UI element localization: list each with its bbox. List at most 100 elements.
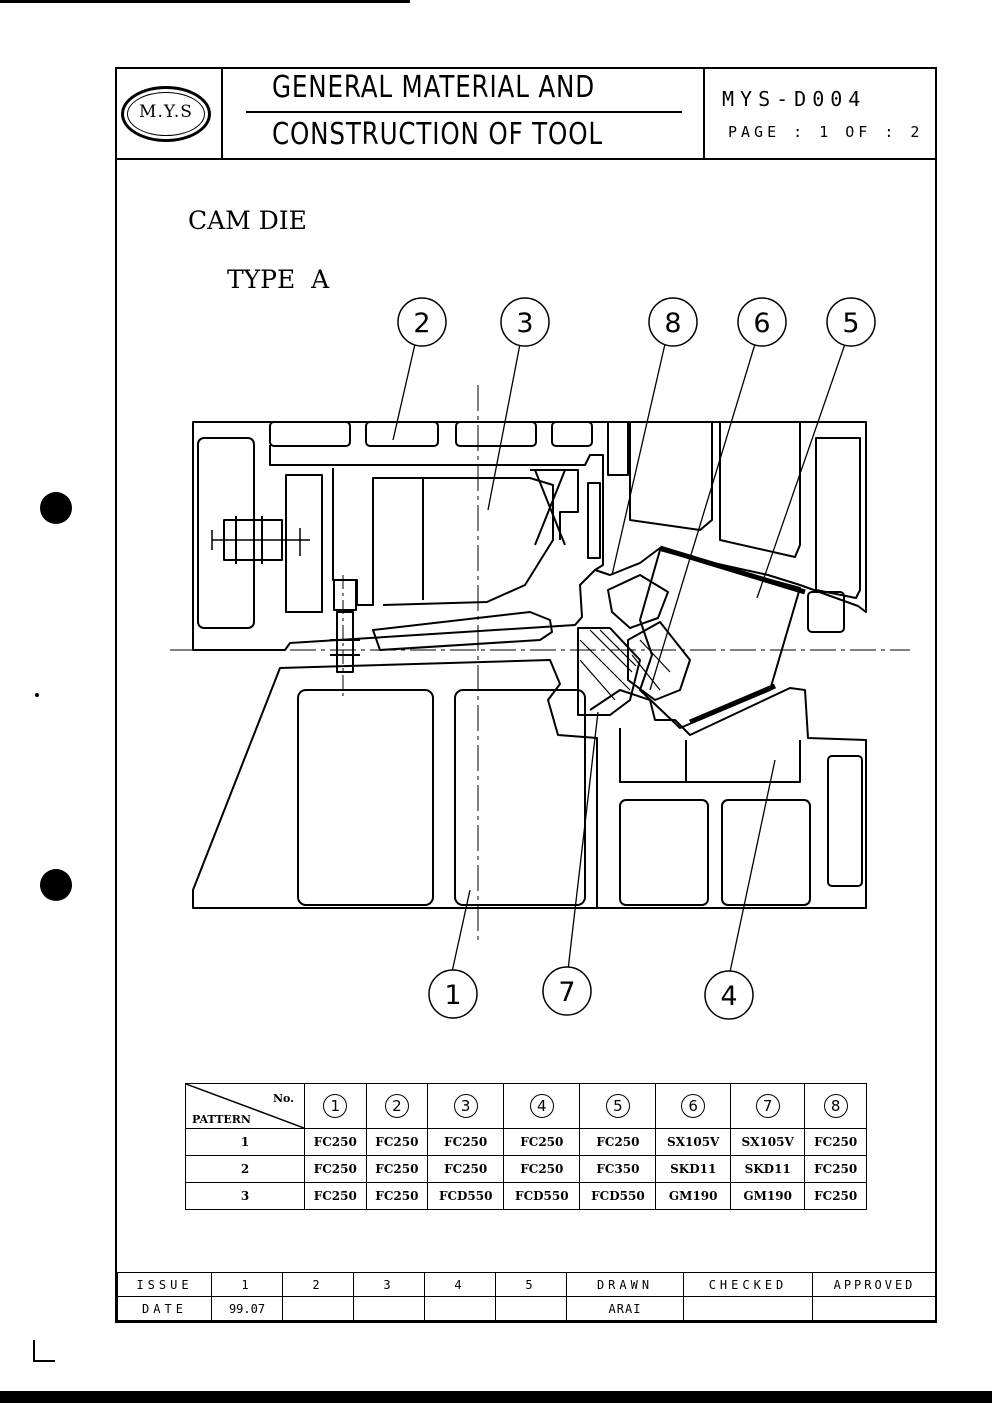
callout-circle-2 xyxy=(397,297,447,347)
callout-circle-4 xyxy=(704,970,754,1020)
col-header-8: 8 xyxy=(804,1083,867,1129)
material-table: No. PATTERN 1 2 3 4 5 6 7 8 1 FC250 FC25… xyxy=(185,1083,867,1210)
col-header-5: 5 xyxy=(579,1083,657,1129)
drawn-label: DRAWN xyxy=(566,1272,684,1297)
company-logo: M.Y.S xyxy=(121,86,211,142)
material-cell: SX105V xyxy=(655,1128,731,1156)
issue-cell: 3 xyxy=(353,1272,425,1297)
approved-by xyxy=(812,1296,937,1321)
date-row: DATE 99.07 ARAI xyxy=(117,1296,937,1321)
material-cell: FC350 xyxy=(579,1155,657,1183)
corner-diagonal xyxy=(186,1084,304,1128)
scan-dot xyxy=(35,693,39,697)
material-cell: FC250 xyxy=(304,1182,367,1210)
material-cell: FC250 xyxy=(804,1155,867,1183)
upper-pocket-1 xyxy=(197,437,255,629)
material-cell: FC250 xyxy=(804,1182,867,1210)
scan-bottom-edge xyxy=(0,1391,992,1403)
issue-cell: 5 xyxy=(495,1272,567,1297)
issue-cell: 1 xyxy=(211,1272,283,1297)
cam-die-drawing: 2 3 8 6 5 1 7 4 xyxy=(170,297,910,1020)
issue-label: ISSUE xyxy=(117,1272,212,1297)
material-cell: FC250 xyxy=(579,1128,657,1156)
col-header-6: 6 xyxy=(655,1083,731,1129)
drawing-frame xyxy=(115,67,937,1323)
material-cell: FCD550 xyxy=(579,1182,657,1210)
material-cell: GM190 xyxy=(655,1182,731,1210)
corner-mark xyxy=(33,1340,55,1362)
date-cell xyxy=(282,1296,354,1321)
material-cell: SX105V xyxy=(729,1128,806,1156)
pattern-cell: 1 xyxy=(185,1128,305,1156)
material-cell: FC250 xyxy=(503,1128,581,1156)
material-cell: SKD11 xyxy=(655,1155,731,1183)
material-cell: SKD11 xyxy=(729,1155,806,1183)
header-logo-divider xyxy=(221,67,223,160)
date-label: DATE xyxy=(117,1296,212,1321)
logo-text: M.Y.S xyxy=(139,102,193,122)
table-row: 1 FC250 FC250 FC250 FC250 FC250 SX105V S… xyxy=(185,1128,867,1156)
pattern-cell: 2 xyxy=(185,1155,305,1183)
corner-no-label: No. xyxy=(272,1092,294,1105)
callout-circle-5 xyxy=(826,297,876,347)
col-header-2: 2 xyxy=(365,1083,429,1129)
callout-label-7: 7 xyxy=(558,977,575,1008)
callout-label-2: 2 xyxy=(413,308,430,339)
title-underline xyxy=(246,111,682,113)
punch-hole-top xyxy=(40,492,72,524)
issue-cell: 2 xyxy=(282,1272,354,1297)
scan-top-edge xyxy=(0,0,410,3)
document-number: MYS-D004 xyxy=(722,87,867,111)
title-line-2: CONSTRUCTION OF TOOL xyxy=(272,117,603,152)
material-cell: GM190 xyxy=(729,1182,806,1210)
approved-label: APPROVED xyxy=(812,1272,937,1297)
cam-slide xyxy=(639,549,801,729)
header-divider xyxy=(115,158,937,160)
callout-label-4: 4 xyxy=(720,981,737,1012)
material-cell: FC250 xyxy=(804,1128,867,1156)
drawn-by: ARAI xyxy=(566,1296,684,1321)
date-cell xyxy=(353,1296,425,1321)
header-docno-divider xyxy=(703,67,705,160)
title-block: ISSUE 1 2 3 4 5 DRAWN CHECKED APPROVED D… xyxy=(117,1272,937,1321)
callout-circle-7 xyxy=(542,966,592,1016)
table-row: 2 FC250 FC250 FC250 FC250 FC350 SKD11 SK… xyxy=(185,1155,867,1183)
table-header-row: No. PATTERN 1 2 3 4 5 6 7 8 xyxy=(185,1083,867,1129)
punch-hole-bottom xyxy=(40,869,72,901)
material-cell: FC250 xyxy=(365,1182,429,1210)
table-row: 3 FC250 FC250 FCD550 FCD550 FCD550 GM190… xyxy=(185,1182,867,1210)
col-header-7: 7 xyxy=(729,1083,806,1129)
material-cell: FC250 xyxy=(503,1155,581,1183)
title-line-1: GENERAL MATERIAL AND xyxy=(272,70,595,105)
callout-label-8: 8 xyxy=(664,308,681,339)
material-cell: FC250 xyxy=(427,1155,505,1183)
callout-label-6: 6 xyxy=(753,308,770,339)
material-cell: FCD550 xyxy=(427,1182,505,1210)
section-title: CAM DIE xyxy=(188,206,307,235)
callout-balloons xyxy=(397,297,876,1020)
material-cell: FC250 xyxy=(427,1128,505,1156)
date-cell: 99.07 xyxy=(211,1296,283,1321)
callout-circle-3 xyxy=(500,297,550,347)
material-cell: FC250 xyxy=(304,1128,367,1156)
col-header-3: 3 xyxy=(427,1083,505,1129)
material-cell: FC250 xyxy=(304,1155,367,1183)
page-indicator: PAGE : 1 OF : 2 xyxy=(728,123,924,141)
section-subtitle: TYPE A xyxy=(227,265,330,294)
issue-cell: 4 xyxy=(424,1272,496,1297)
material-cell: FC250 xyxy=(365,1155,429,1183)
callout-label-1: 1 xyxy=(444,980,461,1011)
table-corner-cell: No. PATTERN xyxy=(185,1083,305,1129)
logo-inner-ring xyxy=(127,92,205,136)
checked-label: CHECKED xyxy=(683,1272,813,1297)
date-cell xyxy=(495,1296,567,1321)
material-cell: FCD550 xyxy=(503,1182,581,1210)
col-header-1: 1 xyxy=(304,1083,367,1129)
lower-die-outline xyxy=(192,659,598,909)
callout-circle-8 xyxy=(648,297,698,347)
issue-row: ISSUE 1 2 3 4 5 DRAWN CHECKED APPROVED xyxy=(117,1272,937,1297)
callout-label-5: 5 xyxy=(842,308,859,339)
callout-label-3: 3 xyxy=(516,308,533,339)
col-header-4: 4 xyxy=(503,1083,581,1129)
cam-driver xyxy=(577,627,641,716)
